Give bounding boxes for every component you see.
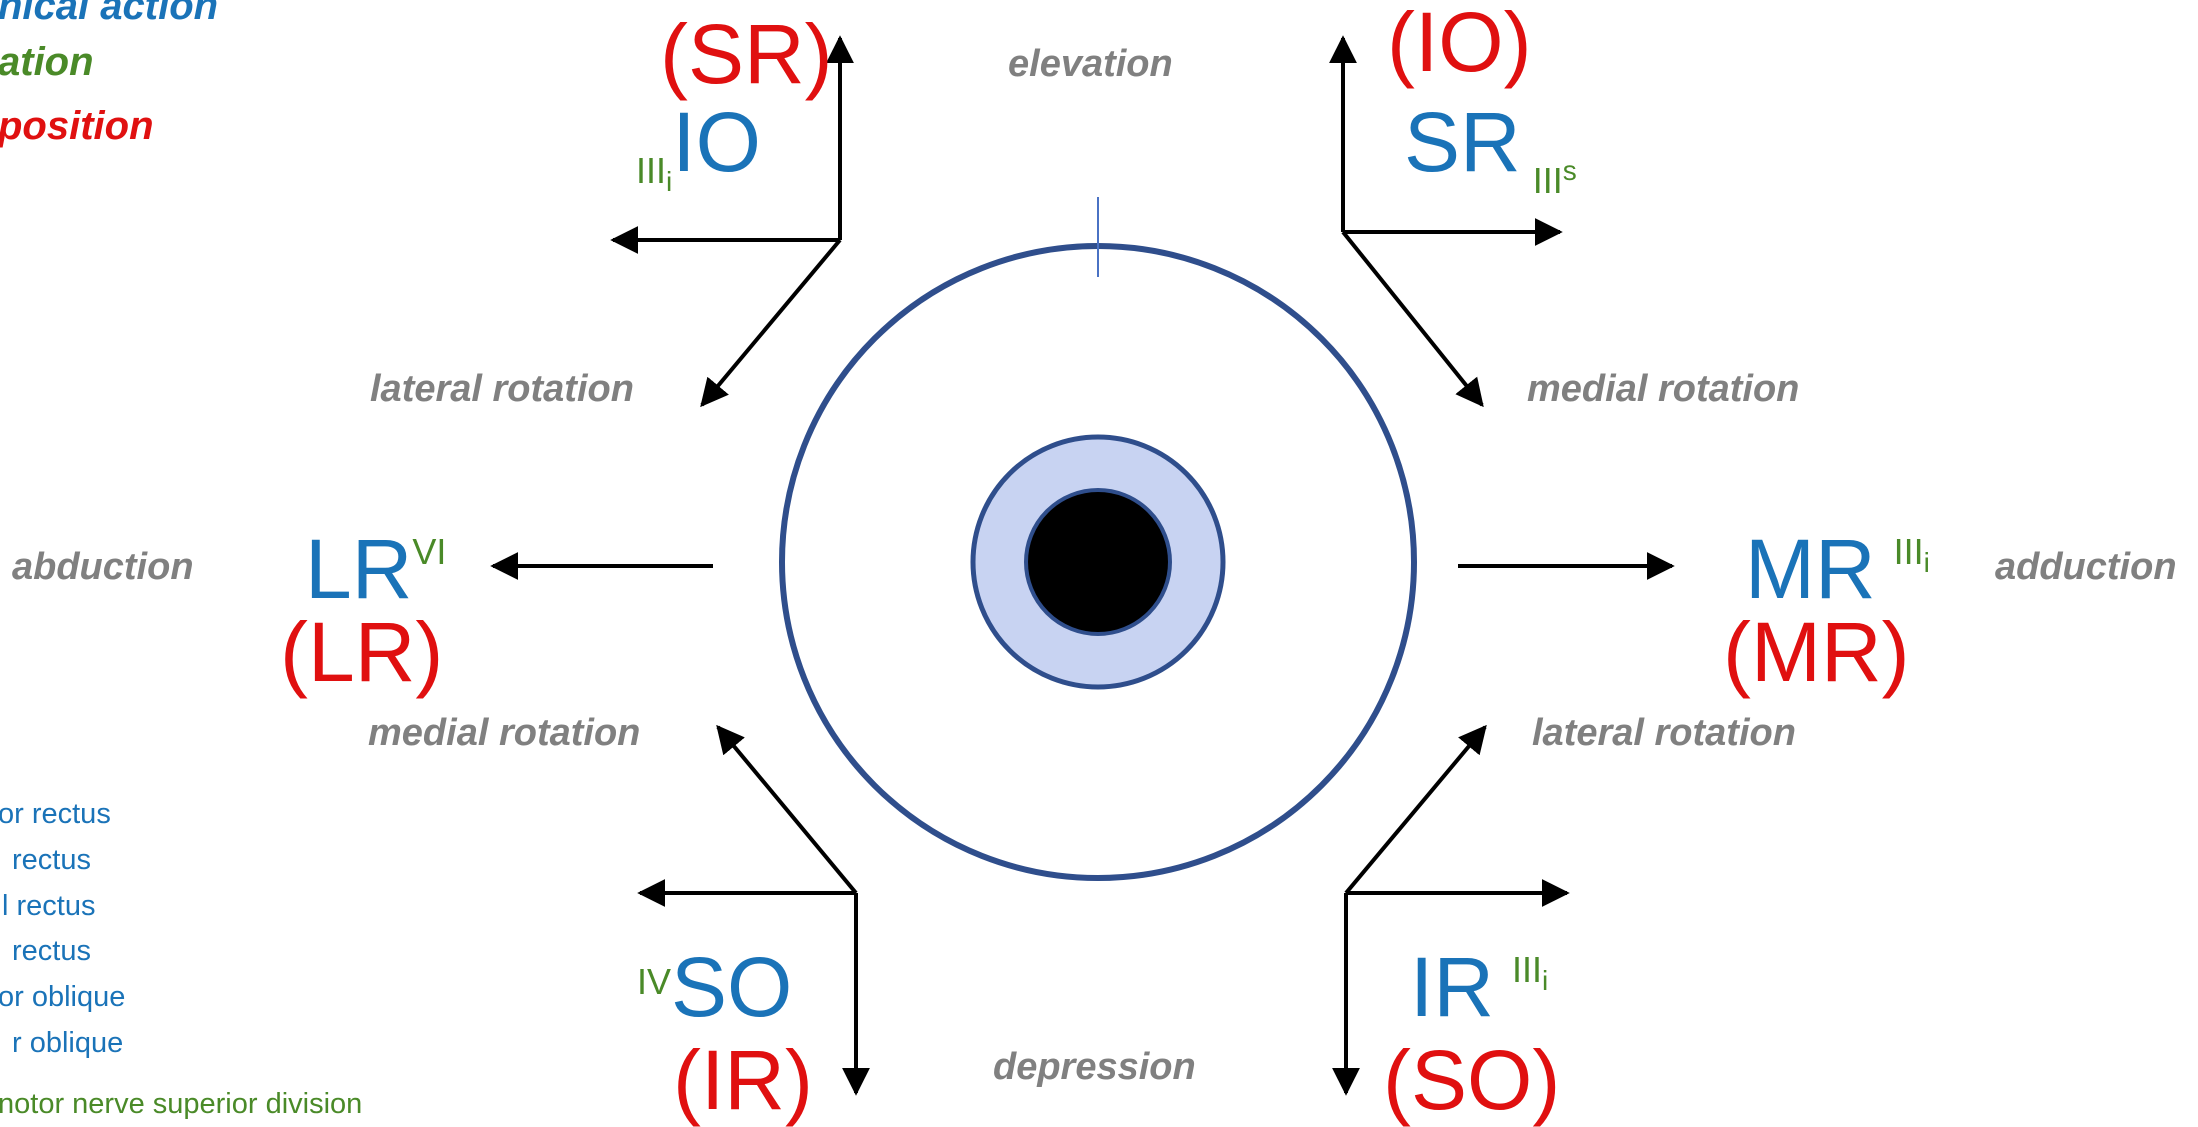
anatomical-ul: IO [672, 95, 761, 189]
abbrev-legend-item: l rectus [2, 890, 96, 922]
anatomical-right: MR [1745, 522, 1876, 616]
nerve-lr: IIIi [1512, 949, 1549, 997]
muscle-ll: IVSO [637, 945, 792, 1029]
clinical-left: (LR) [280, 605, 444, 699]
label-medial-rotation-upper: medial rotation [1527, 368, 1800, 410]
arrow-lr-lateral-rotation [1344, 724, 1487, 895]
nerve-ll: IV [637, 961, 672, 1002]
label-abduction: abduction [12, 546, 194, 588]
label-medial-rotation-lower: medial rotation [368, 712, 641, 754]
nerve-legend: notor nerve superior division [0, 1088, 363, 1120]
nerve-ul: IIIi [636, 150, 673, 198]
abbrev-legend-item: r oblique [12, 1027, 124, 1059]
legend-clinical-position: position [0, 104, 154, 148]
label-elevation: elevation [1008, 43, 1173, 85]
abbrev-legend-item: or rectus [0, 798, 111, 830]
nerve-right: IIIi [1893, 531, 1930, 579]
muscle-left: LRVI [305, 527, 446, 611]
nerve-left: VI [412, 531, 447, 572]
label-lateral-rotation-lower: lateral rotation [1532, 712, 1796, 754]
clinical-ll: (IR) [673, 1033, 813, 1127]
abbrev-legend-item: rectus [12, 844, 91, 876]
clinical-ul: (SR) [660, 7, 833, 101]
legend-anatomical-action: nical action [0, 0, 219, 28]
clinical-right: (MR) [1723, 605, 1910, 699]
pupil [1024, 488, 1172, 636]
arrow-ll-medial-rotation [716, 724, 858, 895]
nerve-ur: IIIs [1532, 155, 1577, 201]
muscle-ul: IIIiIO [636, 100, 761, 196]
label-adduction: adduction [1995, 546, 2177, 588]
abbrev-legend-item: rectus [12, 935, 91, 967]
abbrev-legend-item: or oblique [0, 981, 126, 1013]
anatomical-ll: SO [671, 940, 793, 1034]
label-lateral-rotation-upper: lateral rotation [370, 368, 634, 410]
anatomical-ur: SR [1404, 95, 1521, 189]
arrow-ul-lateral-rotation [700, 238, 842, 408]
legend-innervation: ation [0, 40, 94, 84]
label-depression: depression [993, 1046, 1196, 1088]
clinical-lr: (SO) [1383, 1033, 1561, 1127]
arrow-ur-medial-rotation [1341, 230, 1484, 408]
anatomical-left: LR [305, 522, 413, 616]
clinical-ur: (IO) [1387, 0, 1532, 89]
anatomical-lr: IR [1410, 940, 1494, 1034]
